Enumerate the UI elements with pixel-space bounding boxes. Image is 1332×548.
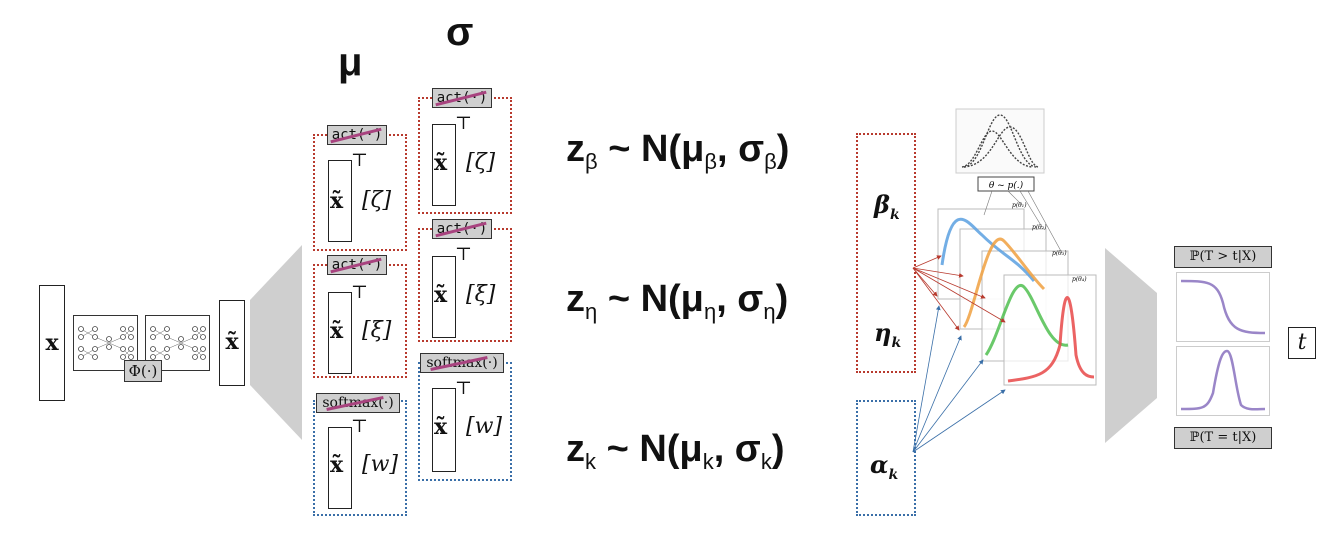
eq-eta-tilde: ~ bbox=[607, 278, 631, 320]
mu-vec-1 bbox=[328, 160, 352, 242]
eq-k-z: z bbox=[566, 428, 585, 470]
mu-xt-3: x̃ bbox=[330, 452, 344, 478]
input-x-box: x bbox=[39, 285, 65, 401]
mu-T-1: ⊤ bbox=[351, 150, 368, 171]
collapse-funnel bbox=[1105, 248, 1157, 443]
mu-param-1: [ζ] bbox=[362, 188, 392, 213]
eq-beta-tilde: ~ bbox=[608, 128, 631, 170]
theta-label: θ ~ p(.) bbox=[989, 180, 1024, 191]
eta-sub: k bbox=[891, 334, 902, 351]
p-theta-2: p(θ₂) bbox=[1032, 224, 1047, 231]
mu-param-2: [ξ] bbox=[362, 318, 392, 343]
equation-k: zk ~ N(μk, σk) bbox=[566, 428, 784, 475]
density-curve-svg bbox=[1180, 349, 1266, 411]
eq-k-tilde: ~ bbox=[606, 428, 629, 470]
survival-label: ℙ(T > t|X) bbox=[1174, 246, 1272, 268]
density-plot bbox=[1176, 346, 1270, 416]
phi-label: Φ(·) bbox=[124, 360, 162, 382]
eq-beta-close: ) bbox=[776, 128, 790, 170]
eq-eta-z: z bbox=[566, 278, 585, 320]
eq-beta-sig: , σ bbox=[717, 128, 765, 170]
sigma-vec-2 bbox=[432, 256, 456, 338]
mu-vec-2 bbox=[328, 292, 352, 374]
sigma-param-3: [w] bbox=[466, 414, 502, 439]
mu-vec-3 bbox=[328, 427, 352, 509]
eq-k-zsub: k bbox=[585, 449, 596, 474]
prior-panel bbox=[955, 108, 1045, 174]
expand-funnel bbox=[250, 245, 302, 440]
green-curve bbox=[984, 283, 1069, 356]
eq-beta-z: z bbox=[566, 128, 585, 170]
eq-beta-N: N(μ bbox=[640, 128, 705, 170]
eq-k-sig: , σ bbox=[713, 428, 761, 470]
mu-T-3: ⊤ bbox=[351, 416, 368, 437]
eta-k-label: ηk bbox=[874, 318, 901, 351]
eq-eta-sigsub: η bbox=[763, 299, 776, 324]
sigma-param-2: [ξ] bbox=[466, 282, 496, 307]
p-theta-1: p(θ₁) bbox=[1012, 202, 1027, 209]
equation-beta: zβ ~ N(μβ, σβ) bbox=[566, 128, 789, 175]
input-x-label: x bbox=[45, 330, 59, 356]
sigma-vec-3 bbox=[432, 388, 456, 472]
beta-symbol: β bbox=[874, 190, 890, 219]
survival-plot bbox=[1176, 272, 1270, 342]
sigma-T-3: ⊤ bbox=[455, 378, 472, 399]
equation-eta: zη ~ N(μη, ση) bbox=[566, 278, 788, 325]
param-arrows bbox=[912, 255, 1006, 453]
beta-k-label: βk bbox=[874, 190, 900, 223]
mu-T-2: ⊤ bbox=[351, 282, 368, 303]
mu-xt-1: x̃ bbox=[330, 188, 344, 214]
eta-symbol: η bbox=[874, 318, 892, 347]
sigma-param-1: [ζ] bbox=[466, 150, 496, 175]
eq-k-musub: k bbox=[702, 449, 714, 474]
sigma-vec-1 bbox=[432, 124, 456, 206]
eq-eta-close: ) bbox=[775, 278, 789, 320]
eq-k-close: ) bbox=[771, 428, 785, 470]
xtilde-label: x̃ bbox=[225, 329, 239, 355]
beta-sub: k bbox=[889, 206, 900, 223]
mu-param-3: [w] bbox=[362, 452, 398, 477]
p-theta-4: p(θ₄) bbox=[1072, 276, 1087, 283]
mu-xt-2: x̃ bbox=[330, 318, 344, 344]
sigma-xt-3: x̃ bbox=[434, 414, 448, 440]
eq-beta-sigsub: β bbox=[764, 149, 777, 174]
mu-header: μ bbox=[338, 40, 363, 84]
t-output-box: t bbox=[1288, 327, 1316, 359]
eq-beta-zsub: β bbox=[585, 149, 598, 174]
eq-beta-musub: β bbox=[704, 149, 717, 174]
alpha-sub: k bbox=[888, 466, 899, 483]
orange-curve bbox=[962, 237, 1046, 328]
beta-eta-panel bbox=[856, 133, 916, 373]
eq-eta-sig: , σ bbox=[716, 278, 764, 320]
p-theta-3: p(θ₃) bbox=[1052, 250, 1067, 257]
sigma-T-2: ⊤ bbox=[455, 244, 472, 265]
survival-curve-svg bbox=[1180, 279, 1266, 335]
alpha-panel bbox=[856, 400, 916, 516]
alpha-k-label: αk bbox=[870, 450, 898, 483]
eq-k-sigsub: k bbox=[760, 449, 772, 474]
sigma-header: σ bbox=[446, 10, 474, 54]
xtilde-box: x̃ bbox=[219, 300, 245, 386]
eq-eta-N: N(μ bbox=[640, 278, 704, 320]
density-label: ℙ(T = t|X) bbox=[1174, 427, 1272, 449]
mixture-distributions-illustration: θ ~ p(.) p(θ₁) p(θ₂) p(θ₃) p(θ₄) bbox=[937, 108, 1097, 386]
eq-eta-zsub: η bbox=[585, 299, 598, 324]
sigma-xt-1: x̃ bbox=[434, 150, 448, 176]
sigma-xt-2: x̃ bbox=[434, 282, 448, 308]
eq-k-N: N(μ bbox=[639, 428, 703, 470]
red-curve bbox=[1007, 296, 1095, 383]
alpha-symbol: α bbox=[870, 450, 889, 479]
eq-eta-musub: η bbox=[703, 299, 717, 324]
sigma-T-1: ⊤ bbox=[455, 113, 472, 134]
blue-curve bbox=[940, 217, 1036, 282]
